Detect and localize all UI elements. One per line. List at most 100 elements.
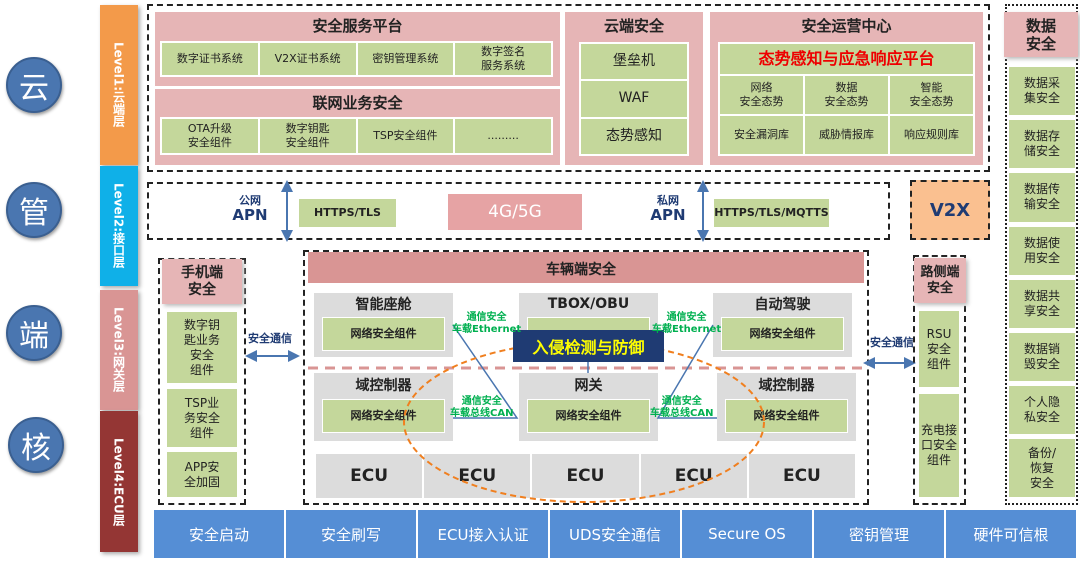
ids-scope-ellipse bbox=[403, 341, 765, 503]
uds-secure-comm: UDS安全通信 bbox=[550, 510, 682, 558]
tbox-obu-title: TBOX/OBU bbox=[547, 296, 630, 312]
public-protocol: HTTPS/TLS bbox=[298, 198, 397, 228]
pipe-layer-badge: 管 bbox=[6, 182, 62, 238]
data-security-title: 数据 安全 bbox=[1004, 12, 1078, 57]
business-item: OTA升级 安全组件 bbox=[161, 118, 259, 154]
business-item: ......... bbox=[454, 118, 552, 154]
roadside-security-title: 路侧端 安全 bbox=[914, 258, 966, 303]
autonomous-driving: 自动驾驶网络安全组件 bbox=[713, 293, 852, 357]
data-security-item: 数据共 享安全 bbox=[1008, 278, 1076, 329]
bastion-host: 堡垒机 bbox=[580, 43, 688, 81]
network-security-component: 网络安全组件 bbox=[721, 317, 844, 351]
intrusion-detection-box: 入侵检测与防御 bbox=[513, 330, 664, 362]
public-net-label: 公网 bbox=[239, 194, 261, 207]
data-security-item: 数据存 储安全 bbox=[1008, 119, 1076, 170]
rsu-security-component: RSU 安全 组件 bbox=[918, 310, 960, 388]
data-security-item: 个人隐 私安全 bbox=[1008, 385, 1076, 436]
mobile-security-title: 手机端 安全 bbox=[162, 259, 242, 304]
soc-title: 安全运营中心 bbox=[801, 17, 892, 35]
vehicle-security-box bbox=[303, 250, 869, 505]
soc-item: 数据 安全态势 bbox=[804, 75, 889, 115]
service-item: 数字证书系统 bbox=[161, 42, 259, 76]
ethernet-label-left: 通信安全 车载Ethernet bbox=[452, 312, 522, 335]
situation-awareness: 态势感知 bbox=[580, 117, 688, 155]
core-layer-badge: 核 bbox=[8, 417, 64, 473]
network-security-component: 网络安全组件 bbox=[725, 399, 848, 433]
network-security-component: 网络安全组件 bbox=[322, 317, 445, 351]
data-security-list: 数据采 集安全 数据存 储安全 数据传 输安全 数据使 用安全 数据共 享安全 … bbox=[1008, 66, 1076, 499]
service-item: V2X证书系统 bbox=[258, 42, 357, 76]
ecu: ECU bbox=[640, 454, 747, 498]
cloud-layer-badge: 云 bbox=[6, 57, 62, 113]
ecu: ECU bbox=[316, 454, 423, 498]
service-item: 数字签名 服务系统 bbox=[454, 42, 552, 76]
cloud-layer-box bbox=[147, 4, 990, 172]
smart-cockpit: 智能座舱网络安全组件 bbox=[314, 293, 453, 357]
data-security-item: 数据销 毁安全 bbox=[1008, 331, 1076, 383]
private-protocol: HTTPS/TLS/MQTTS bbox=[713, 198, 830, 228]
soc-item: 安全漏洞库 bbox=[719, 115, 804, 155]
secure-os: Secure OS bbox=[682, 510, 814, 558]
cockpit-gateway-link bbox=[452, 324, 519, 419]
data-security-item: 数据传 输安全 bbox=[1008, 172, 1076, 223]
level4-bar: Level4:ECU层 bbox=[100, 411, 138, 552]
domain-controller-right: 域控制器网络安全组件 bbox=[717, 373, 856, 441]
ecu-row: ECU ECU ECU ECU ECU bbox=[316, 454, 856, 498]
domain-controller-title: 域控制器 bbox=[758, 378, 815, 394]
can-label-left: 通信安全 车载总线CAN bbox=[450, 396, 514, 419]
key-management: 密钥管理 bbox=[814, 510, 946, 558]
domain-controller-left: 域控制器网络安全组件 bbox=[314, 373, 453, 441]
edge-layer-badge: 端 bbox=[6, 305, 62, 361]
secure-boot: 安全启动 bbox=[154, 510, 286, 558]
autodrive-gateway-link bbox=[656, 324, 717, 419]
domain-controller-title: 域控制器 bbox=[355, 378, 412, 394]
pipe-layer-box bbox=[147, 182, 890, 240]
level1-bar: Level1:云端层 bbox=[100, 5, 138, 165]
data-security-column bbox=[1005, 4, 1078, 505]
private-apn-label: APN bbox=[650, 206, 686, 225]
ecu-security-bar: 安全启动 安全刷写 ECU接入认证 UDS安全通信 Secure OS 密钥管理… bbox=[154, 510, 1076, 558]
level3-bar: Level3:网关层 bbox=[100, 290, 138, 410]
soc-item: 网络 安全态势 bbox=[719, 75, 804, 115]
private-net-label: 私网 bbox=[657, 194, 679, 207]
mobile-item: TSP业 务安全 组件 bbox=[166, 388, 238, 448]
data-security-item: 数据采 集安全 bbox=[1008, 66, 1076, 117]
secure-flash: 安全刷写 bbox=[286, 510, 418, 558]
mobile-item: 数字钥 匙业务 安全 组件 bbox=[166, 311, 238, 384]
service-item: 密钥管理系统 bbox=[356, 42, 455, 76]
network-4g5g: 4G/5G bbox=[448, 194, 582, 230]
public-apn-label: APN bbox=[232, 206, 268, 225]
soc-item: 响应规则库 bbox=[889, 115, 974, 155]
autonomous-driving-title: 自动驾驶 bbox=[754, 297, 811, 313]
business-item: 数字钥匙 安全组件 bbox=[258, 118, 357, 154]
hardware-root-of-trust: 硬件可信根 bbox=[946, 510, 1076, 558]
vehicle-security-title: 车辆端安全 bbox=[308, 252, 864, 283]
network-security-component: 网络安全组件 bbox=[322, 399, 445, 433]
data-security-item: 备份/ 恢复 安全 bbox=[1008, 438, 1076, 499]
level2-bar: Level2:接口层 bbox=[100, 166, 138, 286]
soc-item: 威胁情报库 bbox=[804, 115, 889, 155]
gateway: 网关网络安全组件 bbox=[519, 373, 658, 441]
smart-cockpit-title: 智能座舱 bbox=[355, 297, 412, 313]
waf: WAF bbox=[580, 80, 688, 118]
cloud-security: 云端安全 堡垒机 WAF 态势感知 bbox=[565, 12, 703, 165]
connected-business-title: 联网业务安全 bbox=[312, 94, 403, 112]
ecu: ECU bbox=[748, 454, 856, 498]
secure-comm-left-label: 安全通信 bbox=[248, 332, 292, 345]
gateway-title: 网关 bbox=[574, 378, 603, 394]
roadside-security-box bbox=[913, 255, 966, 505]
business-item: TSP安全组件 bbox=[356, 118, 455, 154]
service-platform-title: 安全服务平台 bbox=[312, 17, 403, 35]
v2x-box: V2X bbox=[910, 180, 990, 240]
ecu: ECU bbox=[532, 454, 639, 498]
service-platform: 安全服务平台 数字证书系统 V2X证书系统 密钥管理系统 数字签名 服务系统 bbox=[155, 12, 560, 86]
ethernet-label-right: 通信安全 车载Ethernet bbox=[652, 312, 722, 335]
cloud-security-title: 云端安全 bbox=[603, 17, 664, 35]
connected-business-security: 联网业务安全 OTA升级 安全组件 数字钥匙 安全组件 TSP安全组件 ....… bbox=[155, 89, 560, 165]
ecu: ECU bbox=[424, 454, 531, 498]
data-security-item: 数据使 用安全 bbox=[1008, 225, 1076, 276]
secure-comm-right-label: 安全通信 bbox=[870, 336, 914, 349]
can-label-right: 通信安全 车载总线CAN bbox=[650, 396, 714, 419]
